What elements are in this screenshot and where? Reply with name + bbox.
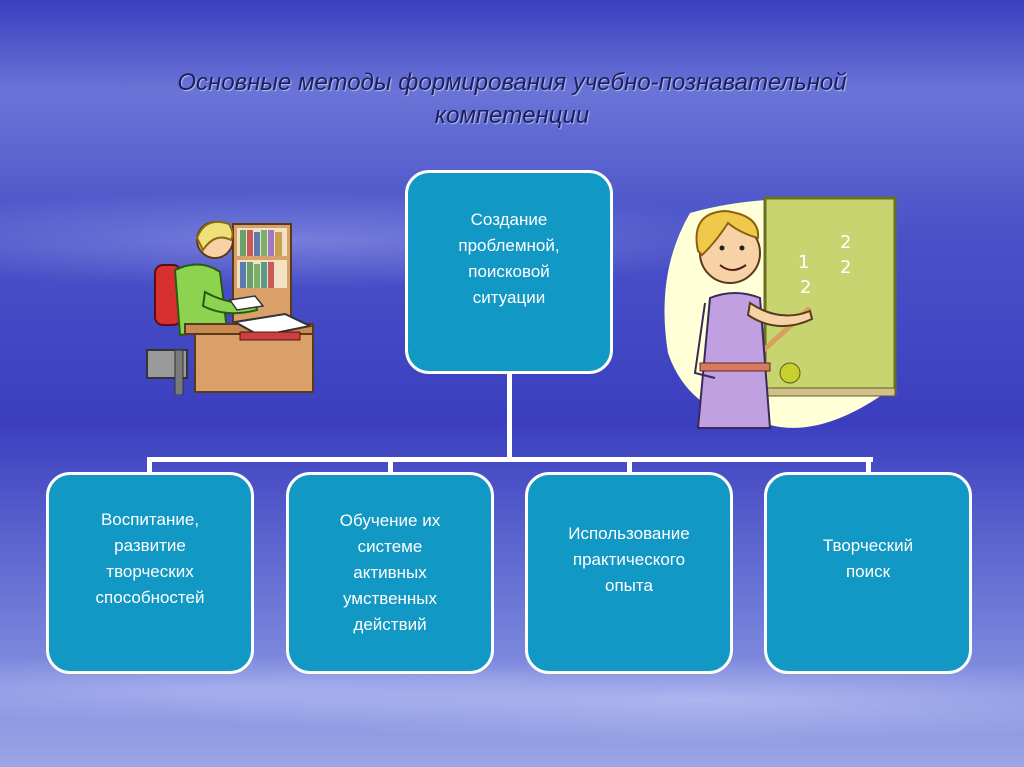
connector-child-4 xyxy=(866,457,871,475)
child-line: практического xyxy=(572,550,686,569)
connector-child-3 xyxy=(627,457,632,475)
svg-text:1: 1 xyxy=(798,252,809,273)
root-line: проблемной, xyxy=(458,236,560,255)
connector-child-1 xyxy=(147,457,152,475)
title-line-2: компетенции xyxy=(434,102,590,129)
child-node-4: Творческий поиск xyxy=(764,472,972,674)
student-reading-image xyxy=(146,220,314,395)
slide-title: Основные методы формирования учебно-позн… xyxy=(80,66,944,132)
child-line: действий xyxy=(353,615,427,634)
child-line: опыта xyxy=(605,576,653,595)
connector-horizontal-bus xyxy=(147,457,873,462)
child-line: Воспитание, xyxy=(100,510,200,529)
svg-text:2: 2 xyxy=(800,277,811,298)
root-node-text: Создание проблемной, поисковой ситуации xyxy=(458,207,559,311)
root-line: поисковой xyxy=(468,262,550,281)
child-line: творческих xyxy=(106,562,194,581)
child-line: поиск xyxy=(845,562,891,581)
child-line: Творческий xyxy=(822,536,914,555)
title-line-1: Основные методы формирования учебно-позн… xyxy=(177,69,847,96)
teacher-at-blackboard-image: 1 2 2 2 xyxy=(664,196,897,429)
root-line: ситуации xyxy=(472,288,546,307)
child-node-3-text: Использование практического опыта xyxy=(568,521,689,599)
child-line: развитие xyxy=(114,536,186,555)
child-line: умственных xyxy=(342,589,438,608)
child-line: способностей xyxy=(95,588,205,607)
child-node-1: Воспитание, развитие творческих способно… xyxy=(46,472,254,674)
child-node-2: Обучение их системе активных умственных … xyxy=(286,472,494,674)
root-node: Создание проблемной, поисковой ситуации xyxy=(405,170,613,374)
connector-child-2 xyxy=(388,457,393,475)
child-line: Обучение их xyxy=(339,511,441,530)
root-line: Создание xyxy=(470,210,548,229)
child-line: активных xyxy=(353,563,427,582)
child-node-3: Использование практического опыта xyxy=(525,472,733,674)
svg-text:2: 2 xyxy=(840,232,851,253)
child-node-1-text: Воспитание, развитие творческих способно… xyxy=(96,507,205,611)
connector-root-stem xyxy=(507,371,512,461)
child-node-2-text: Обучение их системе активных умственных … xyxy=(340,508,440,638)
svg-text:2: 2 xyxy=(840,257,851,278)
child-node-4-text: Творческий поиск xyxy=(823,533,913,585)
child-line: Использование xyxy=(568,524,690,543)
child-line: системе xyxy=(357,537,423,556)
